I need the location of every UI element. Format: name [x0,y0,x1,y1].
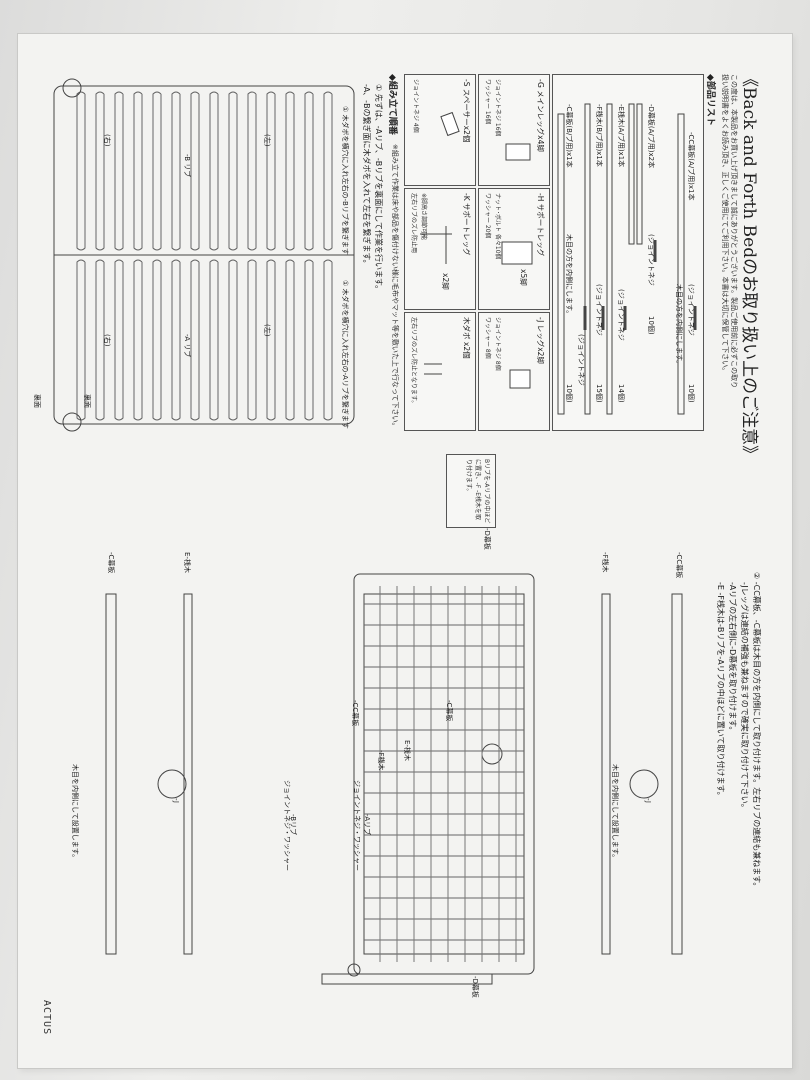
rib-slat [76,91,86,251]
main-leg-icon [505,143,531,161]
support-leg-icon [501,241,533,265]
rib-slat [190,259,200,421]
d-board-shape-1 [636,103,643,245]
rib-slat [152,91,162,251]
label-j-2: -J [172,798,180,803]
parts-drawings [557,103,697,415]
rib-slat [133,259,143,421]
brand-logo: ACTUS [41,1000,52,1036]
e-rail-drawing [183,593,193,955]
label-grain-in-1: 木目を内側にして設置します。 [611,764,619,862]
rib-slat [95,91,105,251]
bed-inner-drawing [363,593,525,955]
cc-board-shape [677,113,685,415]
rib-slat [228,259,238,421]
label-c-board-frame: -C幕板 [445,700,453,722]
label-a-rib-step2: -Aリブ [363,814,371,836]
rib-slat [266,91,276,251]
rotated-page: 《Back and Forth Bedのお取り扱い上のご注意》 この度は、本製品… [18,34,792,1068]
rib-figure [53,78,355,432]
rib-slat [323,259,333,421]
j-leg-circle-1 [629,769,659,799]
spacer-icon [440,111,460,137]
f-rail-shape [584,103,591,415]
step2-drawings [105,573,683,985]
label-joint-2: ジョイントネジ・ワッシャー [283,780,291,871]
rib-slat [209,259,219,421]
bed-frame-drawing [353,573,535,975]
cell-drawings [420,111,533,389]
rib-slat [247,259,257,421]
dowel-circle-top [62,412,82,432]
rib-slat [304,91,314,251]
dowel-circle-bottom [62,78,82,98]
rib-slat [114,259,124,421]
c-board-drawing [105,593,117,955]
label-grain-in-2: 木目を内側にして設置します。 [71,764,79,862]
rib-slat [285,259,295,421]
label-c-board: -C幕板 [107,552,115,574]
rib-slat [171,259,181,421]
rib-slat [323,91,333,251]
label-cc-board: -CC幕板 [675,552,683,579]
label-cc-board-frame: -CC幕板 [351,700,359,727]
rib-slat [304,259,314,421]
d-board-right-drawing [321,973,493,985]
label-j-1: -J [644,798,652,803]
d-board-shape-2 [628,103,635,245]
e-rail-shape [606,103,613,415]
rib-slat [209,91,219,251]
label-e-rail: E-桟木 [183,552,191,573]
f-rail-drawing [601,593,611,955]
rib-slat [266,259,276,421]
frame-corner-circle [347,963,361,977]
label-f-rail: -F桟木 [601,552,609,573]
rib-slat [76,259,86,421]
cc-board-drawing [671,593,683,955]
rib-slat [133,91,143,251]
rib-slat [171,91,181,251]
rib-slat [285,91,295,251]
bubble-note: Bリブを-Aリブの中ほどに置き、-F -E桟木を取り付けます。 [446,454,496,528]
label-f-rail-frame: -F桟木 [377,750,385,771]
label-e-rail-frame: E-桟木 [403,740,411,761]
rib-slat [190,91,200,251]
rib-slat [247,91,257,251]
rib-slat [114,91,124,251]
j-leg-circle-2 [157,769,187,799]
instruction-sheet: 《Back and Forth Bedのお取り扱い上のご注意》 この度は、本製品… [18,34,792,1068]
label-d-board-right: -D幕板 [471,976,479,998]
label-d-board: -D幕板 [483,528,491,550]
c-board-shape [557,113,565,415]
label-joint-1: ジョイントネジ・ワッシャー [353,780,361,871]
j-leg-icon [509,369,531,389]
rib-slat [228,91,238,251]
rib-slat [152,259,162,421]
rib-slat [95,259,105,421]
